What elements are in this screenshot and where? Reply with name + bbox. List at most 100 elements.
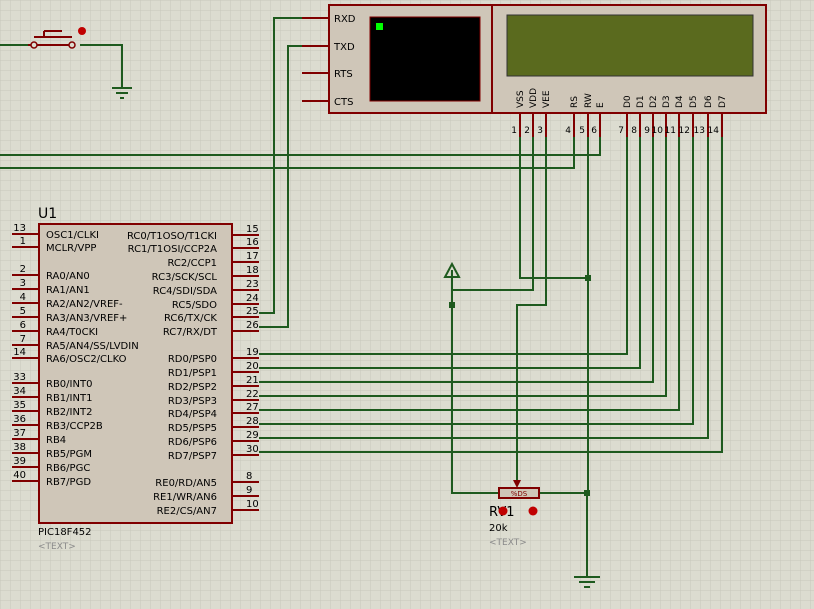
mcu-pin-number: 28 bbox=[246, 416, 259, 427]
mcu-pin-name: RD2/PSP2 bbox=[168, 382, 217, 393]
junction-dot bbox=[449, 302, 455, 308]
mcu-pin-name: MCLR/VPP bbox=[46, 243, 96, 254]
lcd-pin-name: RW bbox=[584, 93, 594, 108]
mcu-pin-number: 20 bbox=[246, 361, 259, 372]
lcd-pin-number: 1 bbox=[511, 126, 517, 136]
wire-lcd-e bbox=[0, 137, 601, 156]
lcd-pin-number: 5 bbox=[579, 126, 585, 136]
lcd-pin-number: 2 bbox=[524, 126, 530, 136]
lcd-pin-name: D3 bbox=[662, 95, 672, 108]
lcd-pin-number: 9 bbox=[644, 126, 650, 136]
mcu-part-label: PIC18F452 bbox=[38, 527, 92, 538]
wire-rx-to-txd bbox=[259, 45, 305, 328]
button-contact bbox=[68, 41, 76, 49]
mcu-pin-name: RC3/SCK/SCL bbox=[152, 272, 218, 283]
button-contact bbox=[30, 41, 38, 49]
mcu-pin-name: RA1/AN1 bbox=[46, 285, 90, 296]
mcu-pin-number: 36 bbox=[13, 414, 26, 425]
wire-lcd-rs bbox=[0, 137, 575, 169]
mcu-pin-name: RB0/INT0 bbox=[46, 379, 92, 390]
wire-button-ground bbox=[80, 44, 123, 88]
mcu-pin-name: RA0/AN0 bbox=[46, 271, 90, 282]
mcu-pin-number: 9 bbox=[246, 485, 252, 496]
lcd-pin-name: D5 bbox=[689, 95, 699, 108]
lcd-screen bbox=[506, 14, 754, 77]
mcu-pin-name: RE0/RD/AN5 bbox=[155, 478, 217, 489]
mcu-pin-number: 23 bbox=[246, 279, 259, 290]
ground-symbol-top bbox=[112, 87, 132, 99]
wire-d1 bbox=[259, 137, 641, 369]
mcu-pin-name: RB2/INT2 bbox=[46, 407, 92, 418]
mcu-pin-name: OSC1/CLKI bbox=[46, 230, 99, 241]
mcu-pin-name: RD5/PSP5 bbox=[168, 423, 217, 434]
lcd-pin-name: D2 bbox=[649, 95, 659, 108]
mcu-pin-number: 29 bbox=[246, 430, 259, 441]
mcu-pin-name: RA6/OSC2/CLKO bbox=[46, 354, 127, 365]
mcu-pin-name: RD3/PSP3 bbox=[168, 396, 217, 407]
mcu-pin-name: RC6/TX/CK bbox=[164, 313, 217, 324]
mcu-pin-number: 3 bbox=[20, 278, 26, 289]
pot-control-dot-up[interactable] bbox=[528, 506, 538, 516]
mcu-pin-name: RD1/PSP1 bbox=[168, 368, 217, 379]
mcu-pin-number: 22 bbox=[246, 389, 259, 400]
mcu-pin-name: RD6/PSP6 bbox=[168, 437, 217, 448]
lcd-pin-number: 11 bbox=[665, 126, 676, 136]
wire-d0 bbox=[259, 137, 628, 355]
mcu-pin-name: RC4/SDI/SDA bbox=[153, 286, 217, 297]
mcu-pin-name: RB1/INT1 bbox=[46, 393, 92, 404]
wires bbox=[0, 17, 723, 577]
power-terminal[interactable] bbox=[443, 261, 461, 283]
terminal-pin-label: TXD bbox=[333, 42, 355, 53]
mcu-pin-number: 7 bbox=[20, 334, 26, 345]
mcu-pin-number: 8 bbox=[246, 471, 252, 482]
lcd-pin-name: D7 bbox=[718, 95, 728, 108]
mcu-pin-name: RA2/AN2/VREF- bbox=[46, 299, 123, 310]
mcu-pin-number: 19 bbox=[246, 347, 259, 358]
mcu-pin-number: 25 bbox=[246, 306, 259, 317]
pot-value-label: 20k bbox=[489, 523, 508, 534]
mcu-pic18f452[interactable]: U1 13OSC1/CLKI1MCLR/VPP2RA0/AN03RA1/AN14… bbox=[12, 206, 259, 552]
wire-d6 bbox=[259, 137, 709, 439]
mcu-pin-name: RB6/PGC bbox=[46, 463, 90, 474]
lcd-pin-name: VSS bbox=[516, 90, 526, 108]
mcu-pin-name: RD4/PSP4 bbox=[168, 409, 217, 420]
mcu-pin-name: RD0/PSP0 bbox=[168, 354, 217, 365]
potentiometer-rv1[interactable]: %DS RV1 20k <TEXT> bbox=[489, 480, 540, 548]
mcu-pin-name: RC1/T1OSI/CCP2A bbox=[128, 244, 218, 255]
lcd-pin-number: 4 bbox=[565, 126, 571, 136]
lcd-pin-name: E bbox=[596, 102, 606, 108]
lcd-pin-number: 8 bbox=[631, 126, 637, 136]
terminal-pin-label: CTS bbox=[334, 97, 353, 108]
lcd-pin-number: 10 bbox=[652, 126, 664, 136]
junctions bbox=[449, 275, 591, 496]
lcd-pin-number: 6 bbox=[591, 126, 597, 136]
mcu-pin-number: 6 bbox=[20, 320, 26, 331]
wire-tx-to-rxd bbox=[259, 17, 305, 314]
mcu-pin-name: RA5/AN4/SS/LVDIN bbox=[46, 341, 139, 352]
lcd-pin-name: D0 bbox=[623, 95, 633, 108]
terminal-screen bbox=[369, 16, 481, 102]
terminal-pin-label: RTS bbox=[334, 69, 353, 80]
wire-d3 bbox=[259, 137, 667, 397]
mcu-pin-number: 26 bbox=[246, 320, 259, 331]
mcu-pin-name: RE2/CS/AN7 bbox=[157, 506, 217, 517]
mcu-pin-number: 18 bbox=[246, 265, 259, 276]
pot-body bbox=[498, 487, 540, 499]
mcu-pin-name: RB4 bbox=[46, 435, 66, 446]
mcu-pin-name: RE1/WR/AN6 bbox=[153, 492, 217, 503]
mcu-pin-number: 30 bbox=[246, 444, 259, 455]
mcu-pin-number: 33 bbox=[13, 372, 26, 383]
mcu-pin-number: 34 bbox=[13, 386, 26, 397]
junction-dot bbox=[585, 275, 591, 281]
pot-control-dot-down[interactable] bbox=[498, 506, 508, 516]
lcd-pin-number: 7 bbox=[618, 126, 624, 136]
mcu-pin-name: RC7/RX/DT bbox=[163, 327, 218, 338]
mcu-pin-number: 39 bbox=[13, 456, 26, 467]
mcu-pin-name: RA3/AN3/VREF+ bbox=[46, 313, 127, 324]
lcd-display[interactable]: VSS1VDD2VEE3RS4RW5E6D07D18D29D310D411D51… bbox=[491, 4, 767, 137]
push-button[interactable] bbox=[28, 27, 86, 49]
mcu-pin-number: 38 bbox=[13, 442, 26, 453]
mcu-pin-name: RB5/PGM bbox=[46, 449, 92, 460]
